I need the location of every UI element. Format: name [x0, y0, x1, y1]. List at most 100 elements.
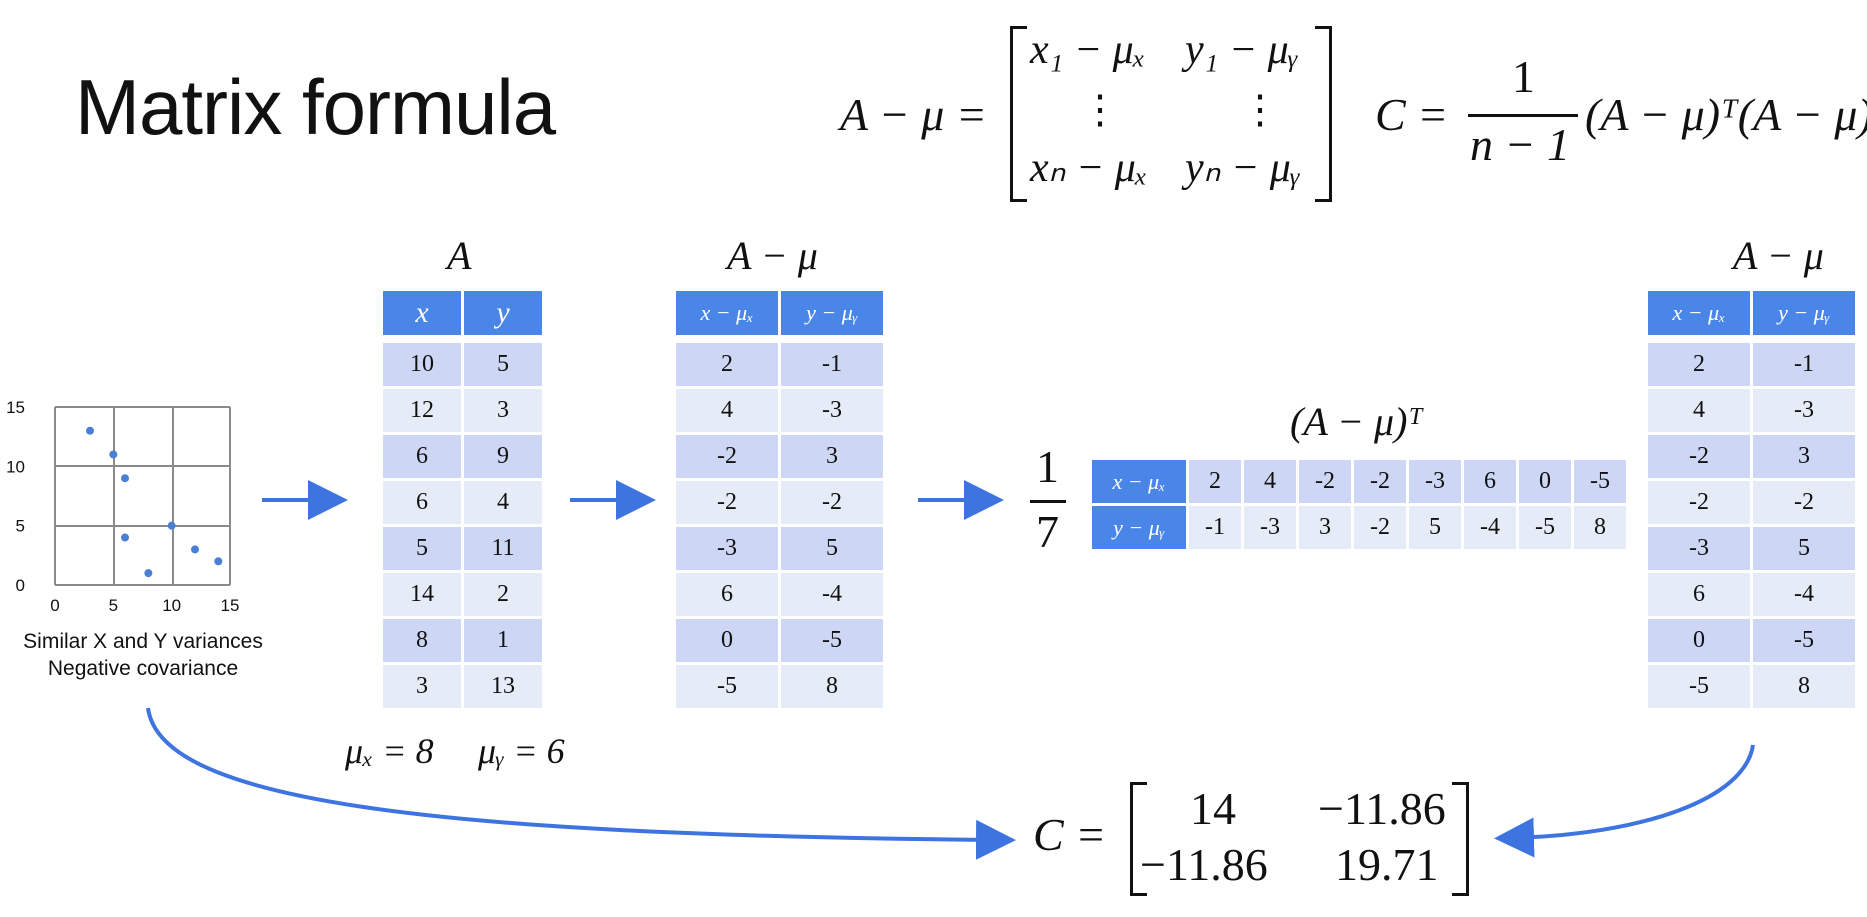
table-A-label: A [447, 233, 472, 278]
transpose-label: (A − μ)ᵀ [1290, 399, 1423, 444]
table-row: 6-4 [1648, 573, 1855, 616]
result-r2c2: 19.71 [1335, 839, 1439, 890]
table-cell: 8 [1753, 665, 1855, 708]
table-row: 0-5 [1648, 619, 1855, 662]
table-cell: -2 [1648, 481, 1750, 524]
table-cell: 2 [676, 343, 778, 386]
table-cell: 1 [464, 619, 542, 662]
table-cell: 0 [1519, 460, 1571, 503]
deviation-left-bracket [1010, 26, 1027, 202]
arrow-right-to-result [1494, 744, 1755, 858]
scatter-point [167, 521, 176, 530]
table-cell: -1 [1753, 343, 1855, 386]
table-cell: 11 [464, 527, 542, 570]
table-cell: 5 [383, 527, 461, 570]
table-row: 4-3 [1648, 389, 1855, 432]
table-cell: -5 [1519, 506, 1571, 549]
table-cell: -2 [676, 435, 778, 478]
table-cell: -2 [781, 481, 883, 524]
table-cell: -5 [1648, 665, 1750, 708]
table-cell: -2 [1354, 506, 1406, 549]
table-cell: 6 [1648, 573, 1750, 616]
table-cell: -5 [1574, 460, 1626, 503]
covariance-numerator: 1 [1512, 51, 1535, 102]
table-cell: -2 [1354, 460, 1406, 503]
table-cell: 6 [1464, 460, 1516, 503]
page-title: Matrix formula [75, 63, 556, 151]
table-cell: -2 [676, 481, 778, 524]
deviation-vdots-2: ⋮ [1240, 87, 1280, 132]
x-tick-label: 5 [109, 596, 118, 615]
table-row: 0-5 [676, 619, 883, 662]
table-row: 6-4 [676, 573, 883, 616]
scatter-grid [54, 406, 231, 586]
x-tick-label: 15 [221, 596, 240, 615]
table-Amu-label: A − μ [727, 233, 818, 278]
table-cell: 0 [1648, 619, 1750, 662]
scatter-point [109, 450, 118, 459]
covariance-denominator: n − 1 [1470, 119, 1571, 170]
deviation-rnc1: xₙ − μₓ [1030, 145, 1148, 191]
transpose-factor-line [1030, 500, 1066, 503]
deviation-right-bracket [1315, 26, 1332, 202]
table-cell: 10 [383, 343, 461, 386]
covariance-rhs: (A − μ)ᵀ(A − μ) [1585, 89, 1867, 140]
y-tick-label: 10 [6, 457, 25, 476]
table-cell: -4 [781, 573, 883, 616]
mean-x: μₓ = 8 [345, 731, 434, 771]
table-cell: 8 [1574, 506, 1626, 549]
column-header: y − μᵧ [781, 291, 883, 335]
table-cell: 9 [464, 435, 542, 478]
table-cell: -3 [1648, 527, 1750, 570]
column-header: y [464, 291, 542, 335]
deviation-r1c1: x₁ − μₓ [1030, 27, 1146, 73]
x-tick-label: 0 [50, 596, 59, 615]
covariance-formula-lhs: C = [1375, 89, 1449, 140]
scatter-caption-line2: Negative covariance [47, 657, 239, 680]
table-cell: 13 [464, 665, 542, 708]
table-cell: 5 [781, 527, 883, 570]
scatter-point [121, 474, 129, 483]
table-cell: 8 [383, 619, 461, 662]
table-cell: -5 [676, 665, 778, 708]
table-cell: 3 [1299, 506, 1351, 549]
scatter-point [214, 557, 223, 566]
result-r1c1: 14 [1190, 783, 1236, 834]
table-cell: -2 [1648, 435, 1750, 478]
covariance-fraction-line [1468, 114, 1578, 117]
deviation-vdots-1: ⋮ [1080, 87, 1120, 132]
transpose-factor-numerator: 1 [1036, 441, 1059, 492]
table-cell: -3 [781, 389, 883, 432]
table-row: 2-1 [676, 343, 883, 386]
table-cell: 3 [464, 389, 542, 432]
table-cell: 2 [1648, 343, 1750, 386]
scatter-point [144, 569, 153, 578]
result-lhs: C = [1033, 809, 1107, 860]
scatter-point [191, 545, 199, 554]
table-cell: 0 [676, 619, 778, 662]
table-row: 2-1 [1648, 343, 1855, 386]
result-r1c2: −11.86 [1318, 783, 1446, 834]
deviation-formula-lhs: A − μ = [840, 89, 987, 140]
scatter-caption-line1: Similar X and Y variances [23, 630, 263, 653]
